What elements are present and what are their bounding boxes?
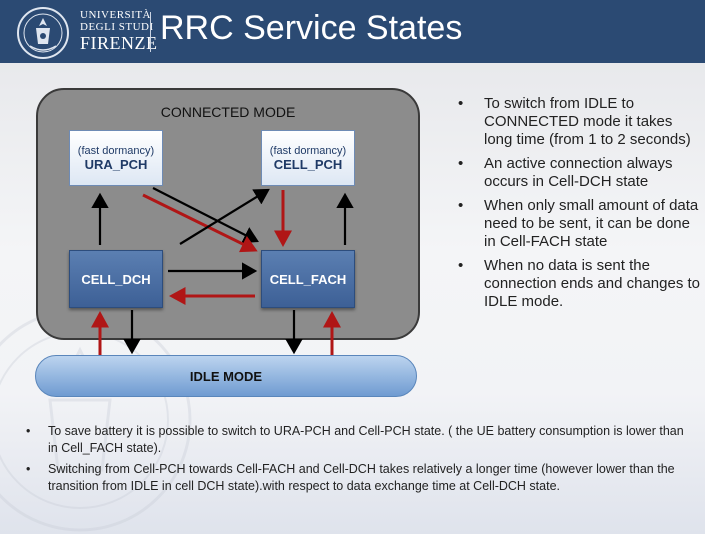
list-item: • When only small amount of data need to …	[452, 197, 702, 251]
state-cell-pch: (fast dormancy) CELL_PCH	[261, 130, 355, 186]
cell-pch-label: CELL_PCH	[273, 156, 343, 172]
list-item: • To switch from IDLE to CONNECTED mode i…	[452, 95, 702, 149]
header-bar: UNIVERSITÀ DEGLI STUDI FIRENZE RRC Servi…	[0, 0, 705, 63]
bullet-text: When no data is sent the connection ends…	[484, 257, 700, 310]
cell-pch-sublabel: (fast dormancy)	[269, 144, 347, 157]
bullet-text: When only small amount of data need to b…	[484, 197, 699, 250]
ura-pch-sublabel: (fast dormancy)	[77, 144, 155, 157]
list-item: • To save battery it is possible to switc…	[26, 423, 696, 457]
state-cell-dch: CELL_DCH	[69, 250, 163, 308]
list-item: • An active connection always occurs in C…	[452, 155, 702, 191]
bullet-icon: •	[458, 197, 464, 214]
bullet-icon: •	[458, 95, 464, 112]
list-item: • When no data is sent the connection end…	[452, 257, 702, 311]
arrow-ura-to-fach-red	[142, 193, 258, 253]
bullet-icon: •	[26, 461, 31, 476]
cell-fach-label: CELL_FACH	[269, 271, 347, 287]
bottom-bullet-list: • To save battery it is possible to switc…	[26, 423, 696, 499]
arrow-dch-to-cellpch	[179, 188, 270, 245]
university-line3: FIRENZE	[80, 33, 158, 54]
bullet-text: An active connection always occurs in Ce…	[484, 155, 673, 190]
title-divider	[150, 12, 151, 52]
idle-mode-bar: IDLE MODE	[35, 355, 417, 397]
state-cell-fach: CELL_FACH	[261, 250, 355, 308]
bullet-text: To switch from IDLE to CONNECTED mode it…	[484, 95, 691, 148]
idle-mode-label: IDLE MODE	[189, 368, 263, 384]
cell-dch-label: CELL_DCH	[81, 271, 151, 287]
right-bullet-list: • To switch from IDLE to CONNECTED mode i…	[452, 95, 702, 317]
arrow-ura-to-fach	[152, 187, 259, 243]
page-title: RRC Service States	[160, 9, 463, 47]
university-seal-logo	[17, 7, 69, 59]
ura-pch-label: URA_PCH	[84, 156, 148, 172]
bullet-text: Switching from Cell-PCH towards Cell-FAC…	[48, 461, 675, 493]
list-item: • Switching from Cell-PCH towards Cell-FA…	[26, 461, 696, 495]
bullet-text: To save battery it is possible to switch…	[48, 424, 684, 455]
connected-mode-label: CONNECTED MODE	[160, 104, 296, 120]
university-wordmark: UNIVERSITÀ DEGLI STUDI FIRENZE	[80, 9, 158, 54]
university-line1: UNIVERSITÀ	[80, 9, 151, 21]
bullet-icon: •	[26, 424, 31, 438]
university-line2: DEGLI STUDI	[80, 20, 154, 33]
bullet-icon: •	[458, 155, 464, 172]
state-ura-pch: (fast dormancy) URA_PCH	[69, 130, 163, 186]
bullet-icon: •	[458, 257, 464, 274]
